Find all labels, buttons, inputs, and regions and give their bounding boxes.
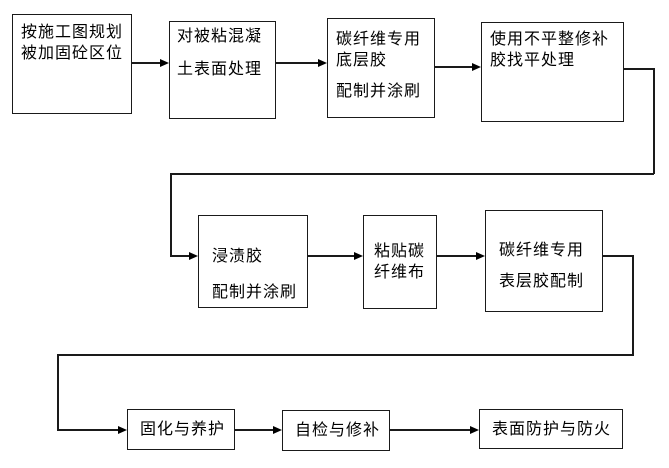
connector-n5-n6 <box>308 255 354 257</box>
connector-n7-n8-segment <box>57 354 634 356</box>
arrowhead-right-icon <box>189 252 198 260</box>
connector-n3-n4 <box>435 66 472 68</box>
node-text-line: 碳纤维专用 <box>499 242 585 259</box>
flow-node-plan-strengthen-area: 按施工图规划 被加固砼区位 <box>12 14 132 114</box>
node-text-line: 浸渍胶 <box>212 248 264 265</box>
arrowhead-right-icon <box>470 426 479 434</box>
node-text-line: 对被粘混凝 <box>177 28 263 45</box>
connector-n9-n10 <box>390 429 470 431</box>
node-text-line: 胶找平处理 <box>490 52 576 69</box>
flow-node-leveling-repair-adhesive: 使用不平整修补 胶找平处理 <box>481 22 624 122</box>
flow-node-paste-carbon-fiber-cloth: 粘贴碳 纤维布 <box>363 215 437 309</box>
node-text-line: 粘贴碳 <box>374 243 426 260</box>
connector-n7-n8-segment <box>57 429 118 431</box>
connector-n7-n8-segment <box>603 255 633 257</box>
connector-n4-n5-segment <box>170 173 654 175</box>
flow-node-self-inspection-repair: 自检与修补 <box>282 410 390 451</box>
node-text-line: 配制并涂刷 <box>212 284 298 301</box>
connector-n2-n3 <box>276 62 318 64</box>
connector-n7-n8-segment <box>632 255 634 355</box>
node-text-line: 被加固砼区位 <box>21 45 124 62</box>
arrowhead-right-icon <box>118 426 127 434</box>
connector-n4-n5-segment <box>653 68 655 174</box>
connector-n4-n5-segment <box>170 255 189 257</box>
node-text-line: 表面防护与防火 <box>492 420 612 438</box>
node-text-line: 底层胶 <box>336 52 388 69</box>
flow-node-impregnating-adhesive-apply: 浸渍胶 配制并涂刷 <box>198 215 308 308</box>
connector-n1-n2 <box>132 62 160 64</box>
node-text-line: 纤维布 <box>374 264 426 281</box>
node-text-line: 碳纤维专用 <box>336 31 422 48</box>
node-text-line: 固化与养护 <box>140 421 226 438</box>
flow-node-primer-adhesive-apply: 碳纤维专用 底层胶 配制并涂刷 <box>327 18 435 118</box>
connector-n4-n5-segment <box>624 68 654 70</box>
node-text-line: 自检与修补 <box>295 422 381 439</box>
arrowhead-right-icon <box>318 59 327 67</box>
connector-n8-n9 <box>235 429 273 431</box>
arrowhead-right-icon <box>160 59 169 67</box>
arrowhead-right-icon <box>354 252 363 260</box>
arrowhead-right-icon <box>472 63 481 71</box>
arrowhead-right-icon <box>273 426 282 434</box>
connector-n4-n5-segment <box>170 173 172 256</box>
node-text-line: 配制并涂刷 <box>336 83 422 100</box>
flow-node-surface-fire-protection: 表面防护与防火 <box>479 409 623 449</box>
connector-n7-n8-segment <box>57 354 59 430</box>
node-text-line: 表层胶配制 <box>499 273 585 290</box>
flow-node-curing-maintenance: 固化与养护 <box>127 409 235 450</box>
node-text-line: 按施工图规划 <box>21 24 124 41</box>
connector-n6-n7 <box>437 255 476 257</box>
node-text-line: 使用不平整修补 <box>490 31 610 48</box>
flow-node-concrete-surface-treatment: 对被粘混凝 土表面处理 <box>169 21 276 119</box>
node-text-line: 土表面处理 <box>177 61 263 78</box>
flow-node-top-coat-adhesive-prepare: 碳纤维专用 表层胶配制 <box>485 210 603 312</box>
arrowhead-right-icon <box>476 252 485 260</box>
